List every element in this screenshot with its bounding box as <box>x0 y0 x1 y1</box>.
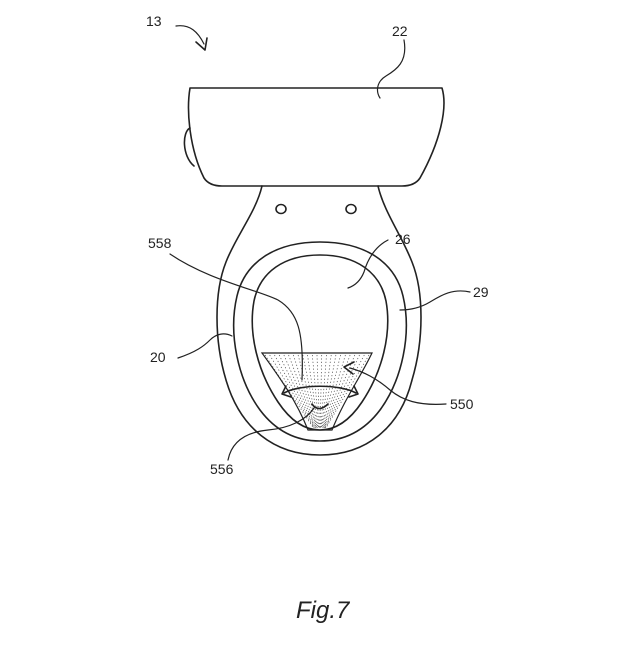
spray-hatch-line <box>270 355 314 428</box>
figure-caption: Fig.7 <box>296 597 351 624</box>
label-556: 556 <box>210 461 234 477</box>
reference-numerals: 13 22 26 29 20 558 550 556 <box>146 13 489 477</box>
bowl-outer-rim <box>217 186 421 455</box>
seat-hole-left <box>276 205 286 214</box>
spray-hatch-line <box>279 355 315 428</box>
rotation-arrow <box>284 386 356 393</box>
spray-boundary <box>262 353 372 430</box>
bowl <box>217 186 421 455</box>
spray-hatch-line <box>275 355 315 428</box>
spray-hatch-line <box>298 355 317 428</box>
label-29: 29 <box>473 284 489 300</box>
label-20: 20 <box>150 349 166 365</box>
leader-29 <box>400 291 470 310</box>
label-13: 13 <box>146 13 162 29</box>
spray-hatch-line <box>323 355 345 428</box>
bowl-opening <box>252 255 387 430</box>
seat-hole-right <box>346 205 356 214</box>
rim-outer-edge <box>234 242 407 441</box>
spray-hatch-line <box>322 355 336 428</box>
label-558: 558 <box>148 235 172 251</box>
label-26: 26 <box>395 231 411 247</box>
label-550: 550 <box>450 396 474 412</box>
leader-20 <box>178 334 232 358</box>
leader-lines <box>170 26 470 460</box>
spray-pattern <box>262 353 372 430</box>
label-22: 22 <box>392 23 408 39</box>
leader-22 <box>378 40 405 98</box>
tank <box>184 88 444 186</box>
leader-13 <box>176 26 204 44</box>
